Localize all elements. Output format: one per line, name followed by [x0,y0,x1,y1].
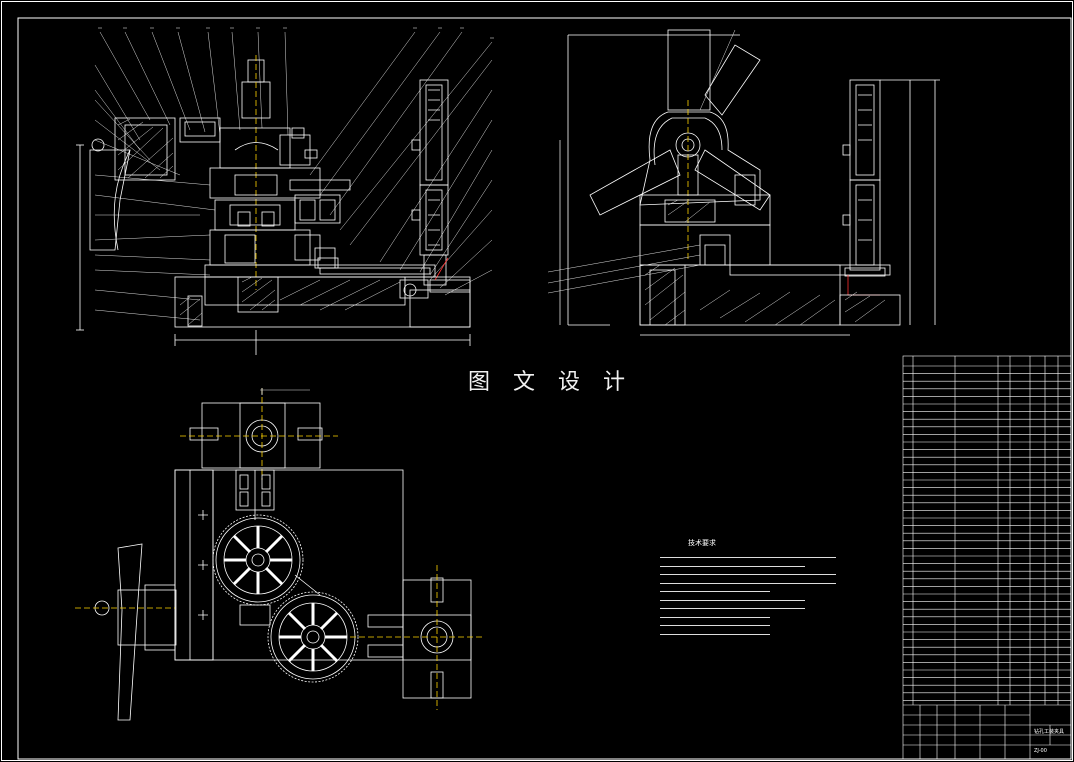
gear-lower [267,591,359,683]
watermark-text: 图 文 设 计 [468,370,633,395]
drawing-name: 钻孔工装夹具 [1034,729,1065,735]
side-view [547,29,940,336]
notes-title: 技术要求 [688,539,716,547]
gear-upper [212,514,304,606]
technical-notes: 技术要求 [660,538,850,635]
note-line [660,629,770,635]
note-line [660,612,770,618]
drawing-number: ZJ-00 [1034,748,1047,754]
section-view-main [76,27,494,355]
note-line [660,620,770,626]
note-line [660,561,805,567]
note-line [660,569,836,575]
note-line [660,578,836,584]
parts-list [902,355,1072,760]
note-line [660,586,770,592]
note-line [660,552,836,558]
note-line [660,595,805,601]
note-line [660,603,805,609]
plan-view [75,388,485,721]
